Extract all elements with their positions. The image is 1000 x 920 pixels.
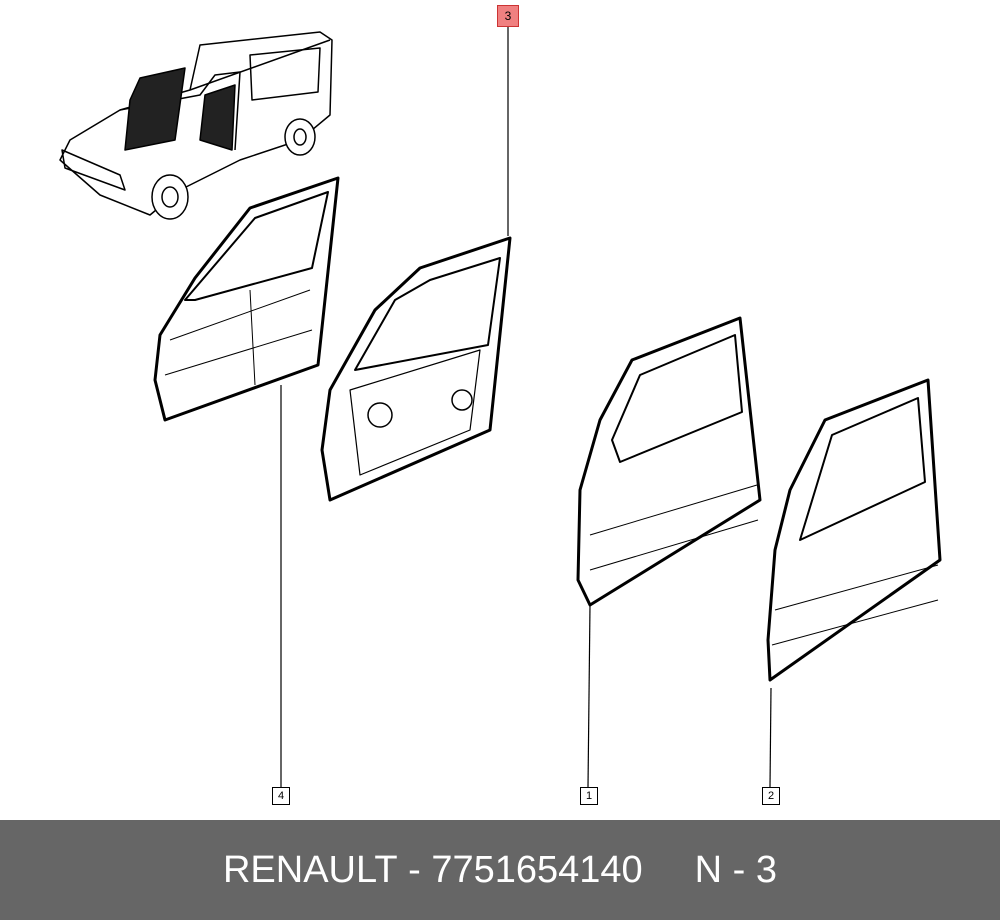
- separator: -: [397, 848, 432, 891]
- door-part-2: [766, 378, 942, 682]
- part-number: 7751654140: [431, 848, 643, 891]
- door-part-3: [320, 236, 512, 502]
- callout-4[interactable]: 4: [272, 787, 290, 805]
- callout-1[interactable]: 1: [580, 787, 598, 805]
- leader-lines: [280, 27, 772, 788]
- brand-label: RENAULT: [222, 848, 398, 891]
- door-part-1: [576, 316, 762, 607]
- parts-diagram: [59, 27, 942, 788]
- diagram-ref: N - 3: [694, 848, 778, 891]
- door-part-4: [153, 176, 340, 422]
- callout-3[interactable]: 3: [497, 5, 519, 27]
- footer-bar: RENAULT - 7751654140 N - 3: [0, 820, 1000, 920]
- van-illustration: [59, 31, 333, 220]
- callout-2[interactable]: 2: [762, 787, 780, 805]
